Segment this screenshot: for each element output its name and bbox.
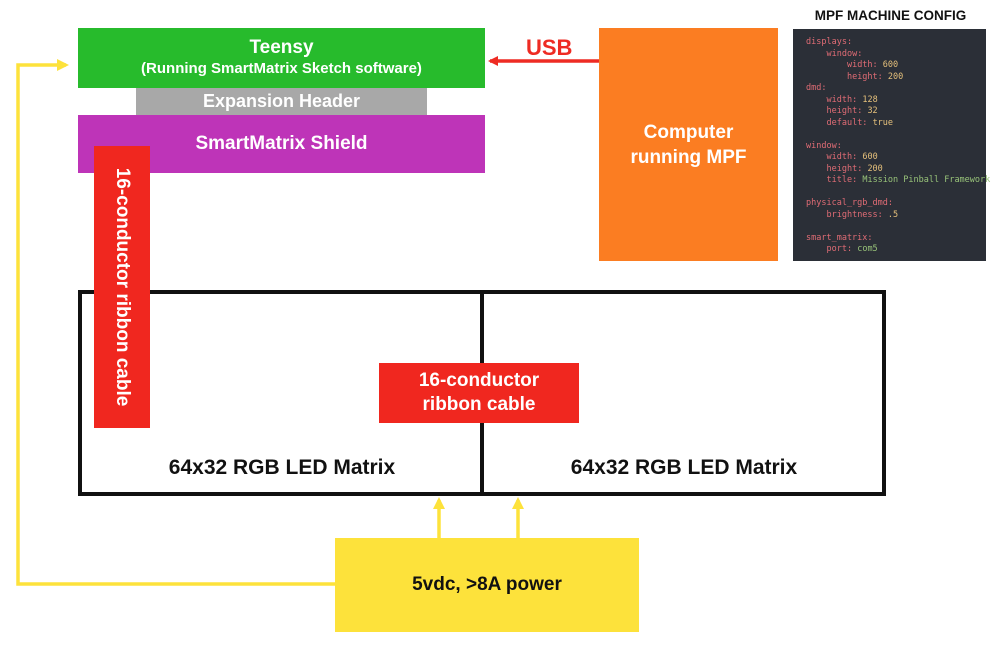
config-key: brightness:: [826, 209, 883, 220]
power-wire-to-teensy: [16, 59, 335, 586]
config-value: 32: [867, 106, 878, 116]
ribbon-cable-horizontal: 16-conductor ribbon cable: [379, 363, 579, 423]
config-key: title:: [826, 175, 858, 185]
ribbon-cable-horizontal-line-1: 16-conductor: [418, 370, 540, 391]
config-value: true: [872, 117, 894, 128]
config-value: .5: [887, 209, 899, 220]
config-line-indent: [806, 95, 826, 105]
teensy-subtitle: (Running SmartMatrix Sketch software): [141, 60, 422, 77]
config-key: smart_matrix:: [806, 232, 873, 243]
config-key: physical_rgb_dmd:: [806, 198, 893, 208]
expansion-header-box: Expansion Header: [136, 88, 427, 115]
teensy-title: Teensy: [249, 37, 314, 58]
config-line-indent: [806, 60, 847, 70]
config-key: port:: [826, 244, 853, 254]
config-line: displays:: [806, 37, 986, 49]
config-key: width:: [826, 94, 858, 105]
config-line-indent: [806, 106, 826, 116]
power-supply-box: 5vdc, >8A power: [335, 538, 639, 632]
ribbon-cable-horizontal-line-2: ribbon cable: [422, 394, 536, 415]
computer-line-2: running MPF: [630, 146, 747, 168]
config-key: height:: [826, 163, 863, 174]
config-key: displays:: [806, 37, 853, 47]
config-key: height:: [846, 71, 883, 82]
ribbon-cable-vertical: 16-conductor ribbon cable: [94, 146, 150, 428]
config-title: MPF MACHINE CONFIG: [814, 8, 967, 23]
config-line: physical_rgb_dmd:: [806, 198, 986, 210]
config-line: brightness: .5: [806, 210, 986, 222]
config-line-indent: [806, 244, 826, 254]
config-line: smart_matrix:: [806, 233, 986, 245]
config-line: height: 200: [806, 164, 986, 176]
config-line: width: 128: [806, 95, 986, 107]
config-value: 200: [867, 163, 883, 174]
config-line: [806, 187, 986, 199]
config-line-indent: [806, 210, 826, 220]
config-key: dmd:: [806, 83, 827, 93]
config-value: 200: [887, 71, 904, 82]
config-value: 600: [882, 60, 899, 70]
config-line-indent: [806, 175, 826, 185]
config-key: window:: [806, 140, 842, 151]
ribbon-cable-vertical-label: 16-conductor ribbon cable: [112, 167, 133, 407]
config-line: window:: [806, 49, 986, 61]
led-matrix-left-label: 64x32 RGB LED Matrix: [168, 456, 396, 479]
config-line-indent: [806, 118, 826, 128]
config-line: default: true: [806, 118, 986, 130]
config-line-indent: [806, 152, 826, 162]
computer-box: Computer running MPF: [599, 28, 778, 261]
config-line-indent: [806, 72, 847, 82]
config-line: port: com5: [806, 244, 986, 256]
config-line: dmd:: [806, 83, 986, 95]
config-line: [806, 221, 986, 233]
config-key: window:: [826, 48, 863, 59]
config-line: width: 600: [806, 60, 986, 72]
config-line: [806, 129, 986, 141]
config-key: height:: [826, 106, 863, 116]
config-line: window:: [806, 141, 986, 153]
config-line: height: 200: [806, 72, 986, 84]
config-line-indent: [806, 49, 826, 59]
config-line: height: 32: [806, 106, 986, 118]
led-matrix-right-label: 64x32 RGB LED Matrix: [570, 456, 798, 479]
config-value: 600: [862, 152, 878, 162]
usb-label: USB: [526, 35, 573, 60]
teensy-box: Teensy (Running SmartMatrix Sketch softw…: [78, 28, 485, 88]
config-value: 128: [862, 94, 878, 105]
config-code-panel: displays: window: width: 600 height: 200…: [793, 29, 990, 261]
config-key: width:: [846, 60, 878, 70]
config-key: default:: [826, 117, 868, 128]
computer-line-1: Computer: [643, 121, 734, 143]
config-value: Mission Pinball Framework: [862, 175, 991, 185]
config-line: title: Mission Pinball Framework: [806, 175, 990, 187]
config-line-indent: [806, 164, 826, 174]
config-key: width:: [826, 152, 858, 162]
config-line: width: 600: [806, 152, 986, 164]
config-value: com5: [857, 244, 878, 254]
